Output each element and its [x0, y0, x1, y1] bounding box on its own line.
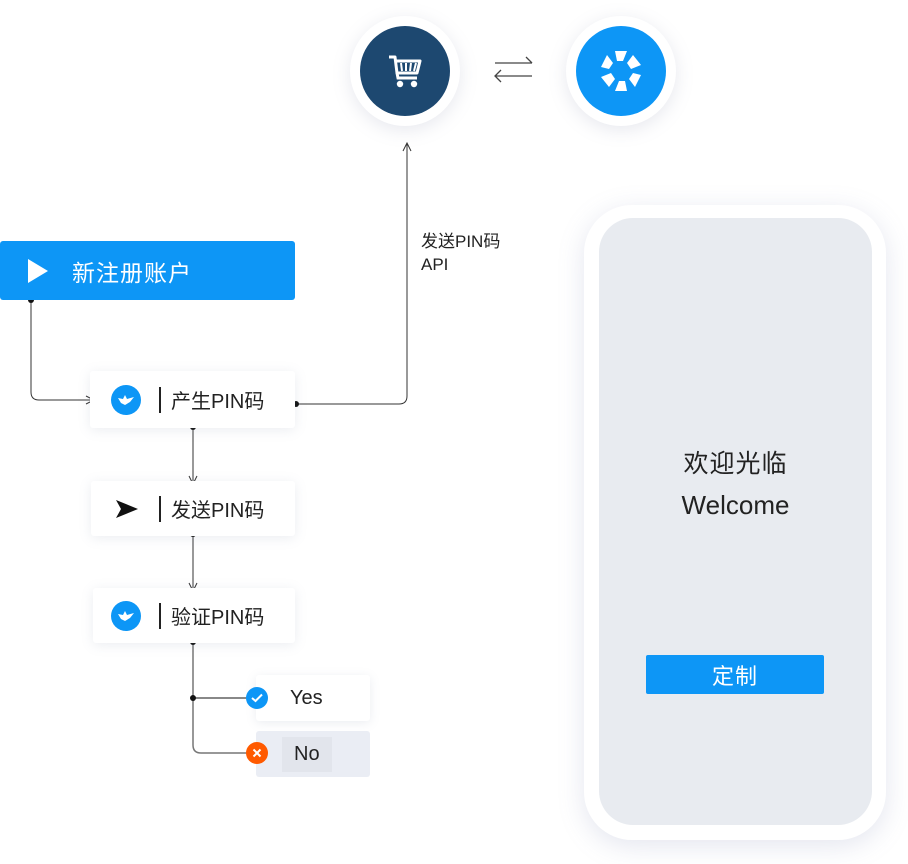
- api-label-line2: API: [421, 255, 449, 274]
- x-icon: [246, 742, 268, 764]
- step-generate-pin[interactable]: 产生PIN码: [90, 371, 295, 428]
- outcome-yes[interactable]: Yes: [256, 675, 370, 721]
- start-node-new-account[interactable]: 新注册账户: [0, 241, 295, 300]
- step-label: 验证PIN码: [171, 607, 265, 629]
- connector-dot: [190, 695, 196, 701]
- shop-integration[interactable]: [350, 16, 460, 126]
- separator: [159, 602, 161, 629]
- customize-button[interactable]: 定制: [646, 655, 824, 694]
- separator: [159, 386, 161, 413]
- separator: [159, 495, 161, 522]
- bird-icon: [111, 384, 141, 415]
- check-icon: [246, 687, 268, 709]
- aperture-logo-icon: [601, 51, 641, 91]
- step-label: 产生PIN码: [171, 391, 265, 413]
- welcome-title-cn: 欢迎光临: [683, 450, 788, 478]
- play-icon: [28, 258, 48, 283]
- welcome-title-en: Welcome: [681, 490, 790, 520]
- phone-screen: 欢迎光临 Welcome 定制: [599, 218, 872, 825]
- bird-icon: [111, 600, 141, 631]
- connector-verify-branch: [192, 642, 250, 754]
- connector-start-to-generate: [30, 300, 94, 400]
- api-label: 发送PIN码 API: [421, 230, 500, 276]
- shop-circle: [360, 26, 450, 116]
- outcome-no[interactable]: No: [256, 731, 370, 777]
- step-send-pin[interactable]: 发送PIN码: [91, 481, 295, 536]
- phone-mockup: 欢迎光临 Welcome 定制: [584, 205, 886, 840]
- send-icon: [115, 499, 139, 519]
- shopping-cart-icon: [389, 55, 422, 88]
- bidirectional-arrows-icon: [494, 56, 533, 83]
- api-label-line1: 发送PIN码: [421, 232, 501, 251]
- step-label: 发送PIN码: [171, 500, 265, 522]
- platform-integration[interactable]: [566, 16, 676, 126]
- platform-circle: [576, 26, 666, 116]
- start-node-label: 新注册账户: [72, 259, 192, 286]
- connector-generate-to-api: [296, 143, 407, 405]
- step-verify-pin[interactable]: 验证PIN码: [93, 588, 295, 643]
- outcome-label: Yes: [290, 686, 323, 709]
- outcome-label: No: [282, 736, 332, 772]
